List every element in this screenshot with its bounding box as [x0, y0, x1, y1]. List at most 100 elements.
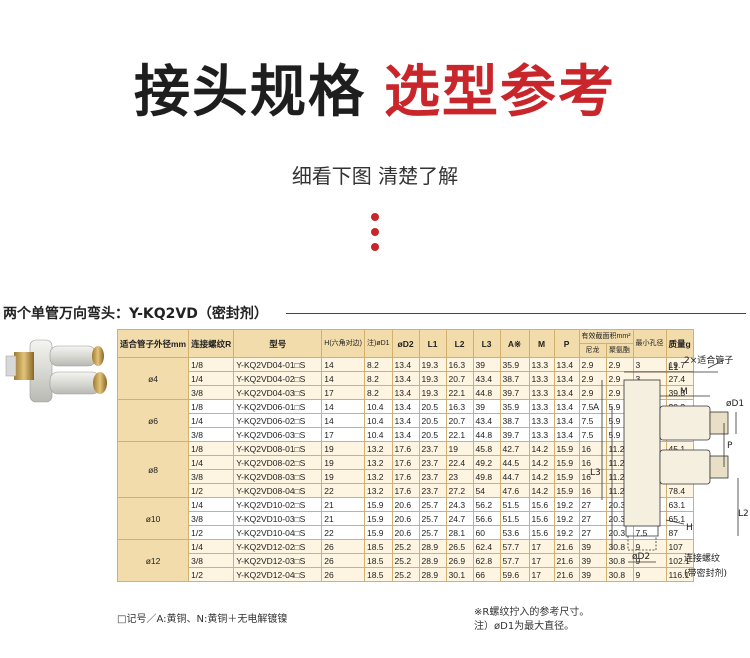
table-cell: 19.2 — [553, 511, 580, 526]
table-cell: 27 — [578, 525, 607, 540]
hdr-model: 型号 — [233, 329, 323, 358]
sealant-label: (带密封剂) — [684, 567, 727, 579]
hdr-min: 最小孔径 — [632, 329, 667, 358]
dim-l2: L2 — [738, 509, 749, 519]
table-cell: Y-KQ2VD10-02□S — [233, 497, 323, 512]
dim-d1: øD1 — [726, 399, 744, 409]
table-cell: 1/4 — [188, 413, 235, 428]
table-cell: 15.6 — [528, 497, 555, 512]
table-cell: 25.7 — [418, 525, 447, 540]
table-cell: 19.2 — [553, 525, 580, 540]
table-cell: 19 — [321, 441, 365, 456]
table-cell: 23 — [445, 469, 474, 484]
table-cell: 10.4 — [363, 427, 393, 442]
table-cell: 45.8 — [472, 441, 501, 456]
table-cell: 3/8 — [188, 385, 235, 400]
hdr-l2: L2 — [445, 329, 474, 358]
table-cell: 39 — [578, 553, 607, 568]
table-cell: 3/8 — [188, 427, 235, 442]
dimension-drawing: 2×适合管子 A L1 M øD1 L3 P L2 H øD2 连接螺纹 (带密… — [590, 354, 749, 579]
page-heading: 接头规格选型参考 — [0, 58, 750, 128]
table-cell: 7.5 — [578, 413, 607, 428]
table-cell: 25.7 — [418, 511, 447, 526]
table-cell: 14 — [321, 371, 365, 386]
title-rule — [286, 313, 746, 314]
table-cell: 15.9 — [553, 441, 580, 456]
dim-l1: L1 — [668, 363, 679, 373]
table-cell: 9 — [632, 567, 667, 582]
table-cell: 8.2 — [363, 385, 393, 400]
table-cell: 22 — [321, 525, 365, 540]
table-cell: 62.4 — [472, 539, 501, 554]
table-cell: 22.4 — [445, 455, 474, 470]
table-cell: 13.2 — [363, 455, 393, 470]
table-cell: 13.2 — [363, 483, 393, 498]
table-cell: 66 — [472, 567, 501, 582]
table-cell: 13.4 — [391, 413, 420, 428]
table-cell: 1/2 — [188, 567, 235, 582]
table-cell: 1/4 — [188, 455, 235, 470]
table-cell: 17.6 — [391, 455, 420, 470]
table-cell: 25.7 — [418, 497, 447, 512]
footnote-d1: 注）øD1为最大直径。 — [474, 621, 575, 632]
table-cell: 8.2 — [363, 371, 393, 386]
table-cell: 63.1 — [665, 497, 694, 512]
table-cell: Y-KQ2VD06-03□S — [233, 427, 323, 442]
table-cell: 13.4 — [553, 357, 580, 372]
table-cell: 17.6 — [391, 483, 420, 498]
table-cell: 27.2 — [445, 483, 474, 498]
table-cell: 20.5 — [418, 427, 447, 442]
table-cell: 51.5 — [499, 497, 530, 512]
table-cell: 27 — [578, 497, 607, 512]
thread-label: 连接螺纹 — [684, 552, 720, 564]
table-cell: 22.1 — [445, 427, 474, 442]
table-cell: 13.4 — [391, 385, 420, 400]
table-cell: Y-KQ2VD08-04□S — [233, 483, 323, 498]
table-cell: 14 — [321, 413, 365, 428]
table-cell: 15.6 — [528, 511, 555, 526]
table-cell: 60 — [472, 525, 501, 540]
table-cell: 39 — [472, 357, 501, 372]
table-cell: 53.6 — [499, 525, 530, 540]
product-title: 两个单管万向弯头：Y-KQ2VD（密封剂） — [3, 306, 268, 322]
table-cell: 39.7 — [499, 427, 530, 442]
table-cell: 78.4 — [665, 483, 694, 498]
table-cell: 13.4 — [553, 385, 580, 400]
dim-h: H — [686, 523, 693, 533]
table-cell: 57.7 — [499, 553, 530, 568]
table-cell: 14.2 — [528, 469, 555, 484]
table-cell: 17 — [321, 427, 365, 442]
table-cell: 3/8 — [188, 469, 235, 484]
table-cell: 24.3 — [445, 497, 474, 512]
table-cell: 39 — [578, 567, 607, 582]
table-cell: Y-KQ2VD04-03□S — [233, 385, 323, 400]
table-cell: Y-KQ2VD12-02□S — [233, 539, 323, 554]
hdr-h: H(六角对边) — [321, 329, 365, 358]
table-cell: 13.2 — [363, 441, 393, 456]
table-cell: 25.2 — [391, 567, 420, 582]
table-cell: 28.1 — [445, 525, 474, 540]
table-cell: 51.5 — [499, 511, 530, 526]
table-cell: 23.7 — [418, 441, 447, 456]
table-cell: 24.7 — [445, 511, 474, 526]
table-cell: 22.1 — [445, 385, 474, 400]
hdr-d1: 注)øD1 — [363, 329, 393, 358]
fitting-photo — [5, 339, 107, 403]
hdr-dia: 适合管子外径mm — [116, 329, 190, 358]
table-cell: 28.9 — [418, 567, 447, 582]
cell-dia: ø12 — [116, 539, 190, 582]
table-cell: Y-KQ2VD06-01□S — [233, 399, 323, 414]
table-cell: 16 — [578, 455, 607, 470]
table-cell: 26.5 — [445, 539, 474, 554]
dim-l3: L3 — [590, 468, 601, 478]
table-cell: 14.2 — [528, 483, 555, 498]
table-cell: 16 — [578, 483, 607, 498]
table-cell: 39 — [472, 399, 501, 414]
table-cell: 15.9 — [553, 469, 580, 484]
table-cell: 16.3 — [445, 357, 474, 372]
table-cell: 14 — [321, 399, 365, 414]
table-cell: Y-KQ2VD12-03□S — [233, 553, 323, 568]
